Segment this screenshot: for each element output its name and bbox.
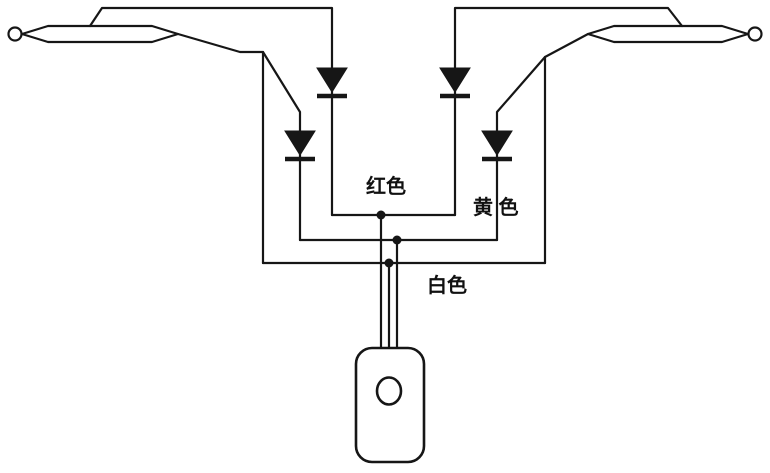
diode-icon-lower-right [481, 130, 513, 162]
wire-left-outer [176, 32, 265, 265]
connector-plug [354, 346, 426, 464]
connector-hole [375, 376, 403, 406]
wire-right-outer [543, 32, 590, 265]
wire-left-top [88, 6, 334, 217]
antenna-tip-circle-right [747, 26, 763, 42]
wire-right-diode-branch [495, 55, 547, 242]
label-white-wire: 白色 [427, 273, 467, 297]
antenna-element-right [586, 24, 763, 44]
antenna-tip-circle-left [7, 26, 23, 42]
diode-icon-lower-left [284, 130, 316, 162]
diode-triangle [284, 130, 316, 156]
wire-left-diode-branch [261, 50, 302, 242]
diode-icon-upper-left [316, 67, 348, 99]
antenna-blade-left [20, 24, 180, 44]
junction-dot-yellow [392, 235, 402, 245]
antenna-blade-right [586, 24, 750, 44]
label-red-wire: 红色 [366, 174, 406, 198]
diode-triangle [316, 67, 348, 93]
diode-icon-upper-right [439, 67, 471, 99]
junction-dot-white [384, 258, 394, 268]
junction-dot-red [376, 210, 386, 220]
diode-triangle [439, 67, 471, 93]
label-yellow-wire: 黄 色 [473, 195, 519, 219]
wire-right-top [453, 6, 684, 217]
antenna-element-left [7, 24, 180, 44]
diode-triangle [481, 130, 513, 156]
